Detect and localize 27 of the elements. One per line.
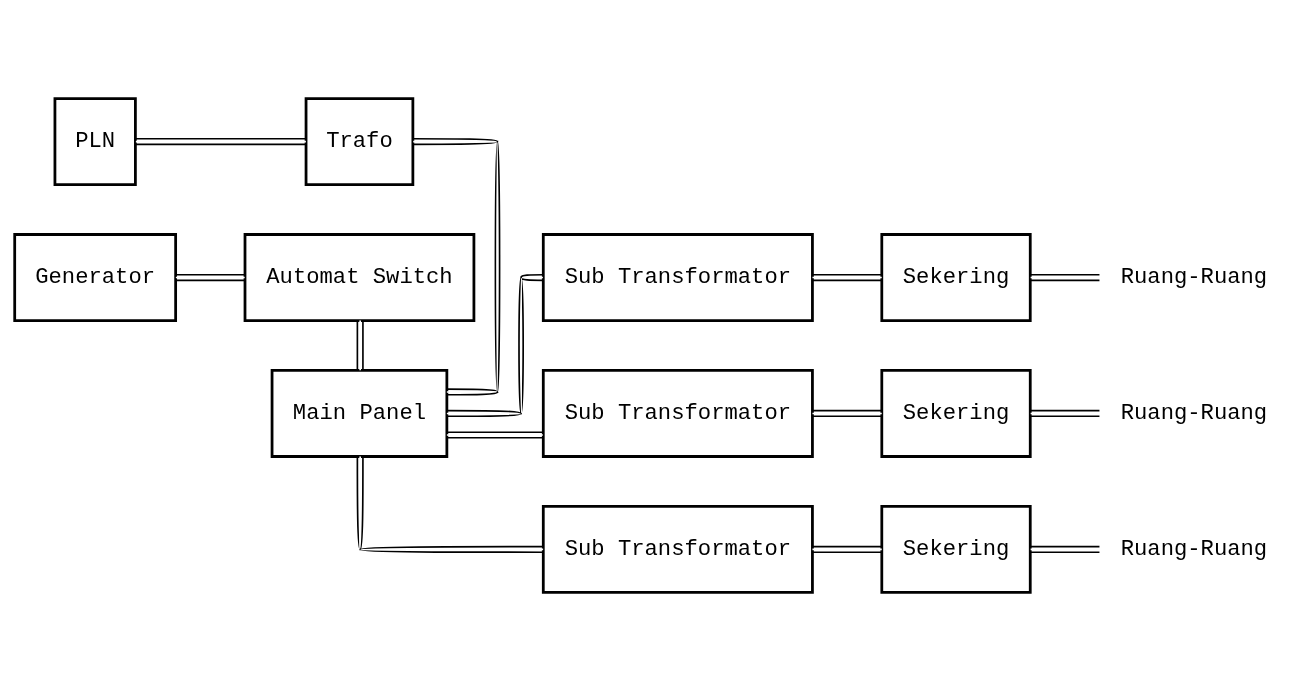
node-box: Sekering <box>880 232 1032 322</box>
node-box: Automat Switch <box>243 232 476 322</box>
connector <box>412 137 501 396</box>
connector <box>446 430 544 439</box>
connector <box>811 273 883 281</box>
node-box: Sub Transformator <box>541 504 814 594</box>
node-text: Ruang-Ruang <box>1120 400 1268 426</box>
connector <box>135 137 307 145</box>
node-box: Sekering <box>880 504 1032 594</box>
node-box: Sekering <box>880 368 1032 458</box>
node-box: PLN <box>53 96 137 186</box>
connector <box>356 319 364 371</box>
node-box: Trafo <box>304 96 415 186</box>
connector <box>175 273 246 281</box>
connector <box>811 409 883 417</box>
connector <box>356 455 544 553</box>
node-box: Main Panel <box>270 368 449 458</box>
node-box: Sub Transformator <box>541 232 814 322</box>
connector <box>1029 273 1101 281</box>
node-box: Generator <box>13 232 177 322</box>
connector <box>446 273 544 417</box>
node-box: Sub Transformator <box>541 368 814 458</box>
node-text: Ruang-Ruang <box>1120 536 1268 562</box>
connector <box>1029 545 1101 553</box>
connector <box>1029 409 1101 417</box>
node-text: Ruang-Ruang <box>1120 264 1268 290</box>
connector <box>811 545 883 553</box>
